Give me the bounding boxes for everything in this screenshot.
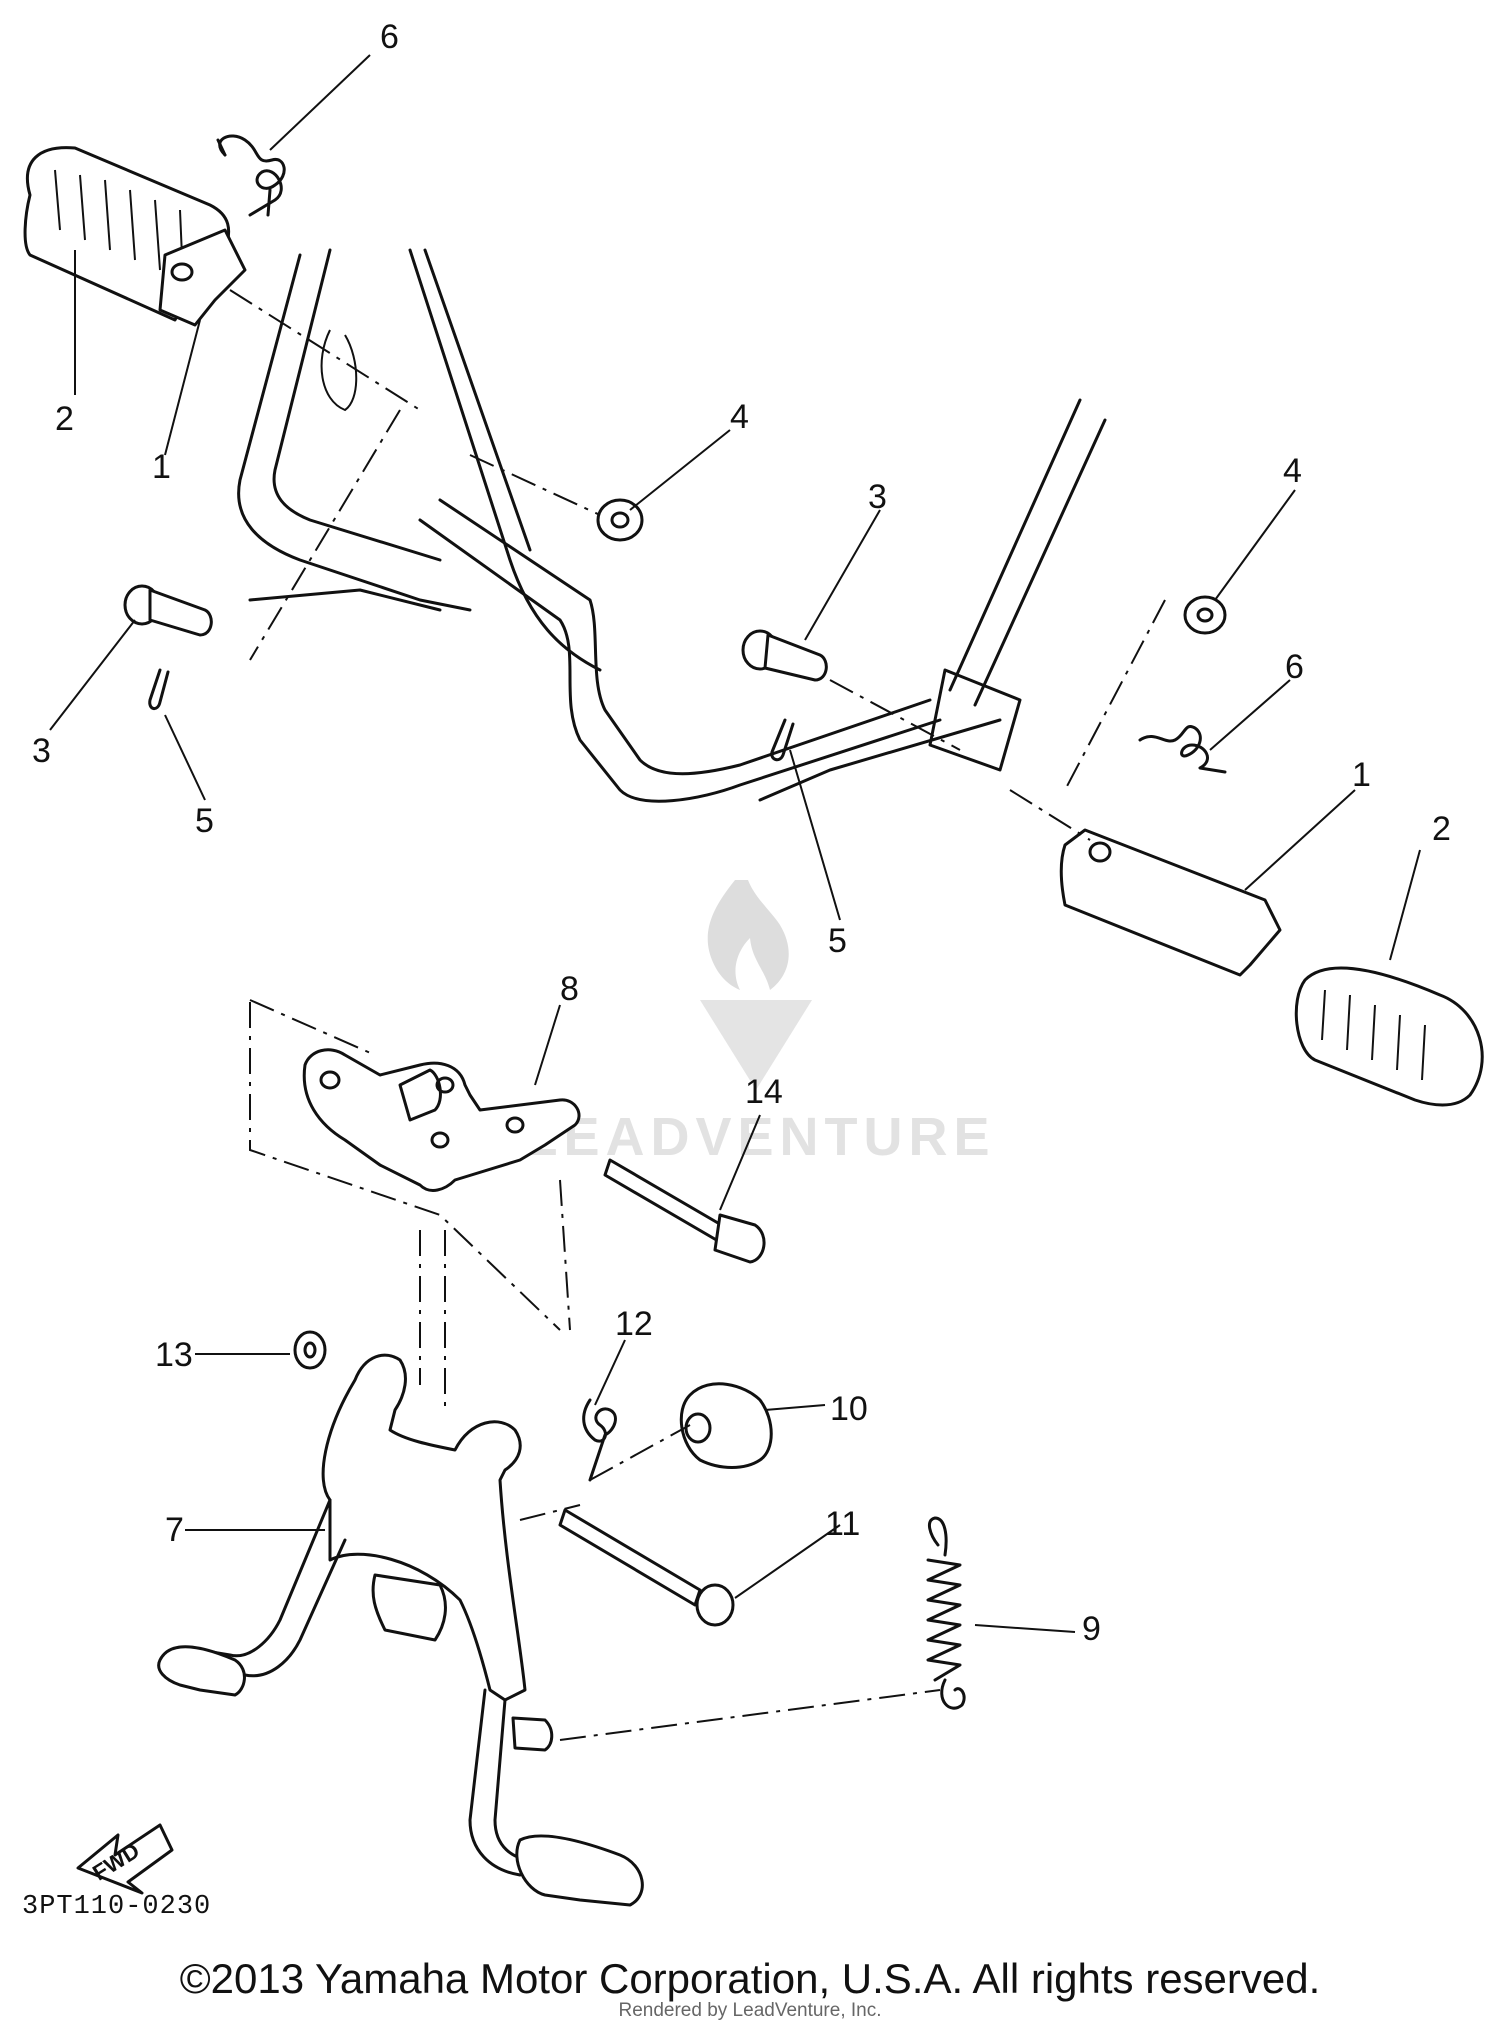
footrest-bracket-right bbox=[1059, 828, 1282, 977]
pivot-hole bbox=[170, 262, 194, 282]
callout-13: 13 bbox=[155, 1336, 193, 1374]
callout-5-right: 5 bbox=[828, 922, 847, 960]
torsion-spring-upper bbox=[216, 134, 286, 217]
watermark: LEADVENTURE bbox=[524, 880, 995, 1167]
callout-6-right: 6 bbox=[1285, 648, 1304, 686]
callouts: 6 2 1 4 3 3 5 4 6 1 2 5 8 14 12 10 13 7 … bbox=[32, 18, 1451, 1648]
stand-bracket bbox=[249, 999, 581, 1331]
spring-9 bbox=[926, 1516, 966, 1710]
callout-6-upper: 6 bbox=[380, 18, 399, 56]
assembly-lines-upper bbox=[229, 289, 1166, 841]
center-stand bbox=[157, 1230, 644, 1907]
assembly-lines-lower bbox=[519, 1424, 941, 1741]
callout-2-right: 2 bbox=[1432, 810, 1451, 848]
washer-right bbox=[1183, 595, 1227, 635]
fwd-arrow: FWD bbox=[76, 1823, 174, 1895]
clip-12 bbox=[582, 1398, 617, 1482]
callout-12: 12 bbox=[615, 1305, 653, 1343]
pin-right bbox=[741, 629, 828, 682]
callout-3-left: 3 bbox=[32, 732, 51, 770]
callout-10: 10 bbox=[830, 1390, 868, 1428]
copyright-notice: ©2013 Yamaha Motor Corporation, U.S.A. A… bbox=[179, 1955, 1321, 2002]
stopper-10 bbox=[679, 1382, 773, 1469]
washer-13 bbox=[293, 1330, 327, 1370]
callout-9: 9 bbox=[1082, 1610, 1101, 1648]
callout-4-upper: 4 bbox=[730, 398, 749, 436]
left-footrest bbox=[23, 146, 247, 327]
callout-14: 14 bbox=[745, 1073, 783, 1111]
pin-left bbox=[123, 584, 213, 637]
cotter-pin-right bbox=[770, 718, 795, 762]
callout-1-upper: 1 bbox=[152, 448, 171, 486]
callout-5-left: 5 bbox=[195, 802, 214, 840]
callout-1-right: 1 bbox=[1352, 756, 1371, 794]
callout-7: 7 bbox=[165, 1511, 184, 1549]
callout-3-right: 3 bbox=[868, 478, 887, 516]
right-footrest bbox=[1059, 828, 1484, 1107]
callout-11: 11 bbox=[825, 1505, 860, 1543]
pivot-pin-11 bbox=[558, 1508, 735, 1627]
cotter-pin-left bbox=[148, 668, 170, 710]
callout-8: 8 bbox=[560, 970, 579, 1008]
footrest-rubber-right bbox=[1294, 966, 1484, 1107]
bolt-14 bbox=[603, 1158, 766, 1264]
leader-lines bbox=[49, 54, 1421, 1633]
torsion-spring-right bbox=[1138, 725, 1227, 774]
callout-4-right: 4 bbox=[1283, 452, 1302, 490]
callout-2-upper: 2 bbox=[55, 400, 74, 438]
watermark-text: LEADVENTURE bbox=[524, 1107, 995, 1167]
diagram-code: 3PT110-0230 bbox=[22, 1892, 212, 1922]
rendered-by-notice: Rendered by LeadVenture, Inc. bbox=[618, 2000, 882, 2021]
frame-outline bbox=[237, 248, 1107, 803]
footrest-bracket-left bbox=[158, 228, 247, 327]
